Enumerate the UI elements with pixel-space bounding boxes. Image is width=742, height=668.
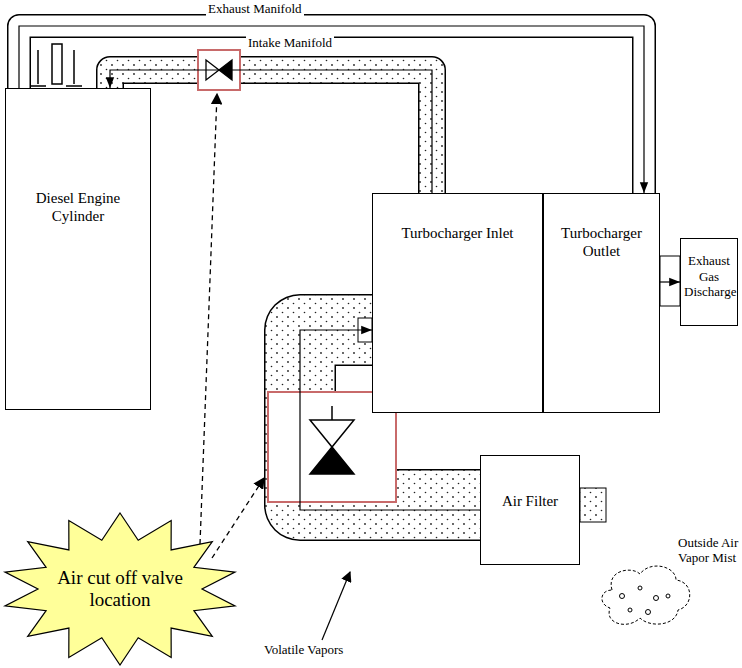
flow-connector [110,70,432,193]
node-text: Air Filter [484,492,576,510]
vapor-droplets [620,586,671,615]
callout-starburst: Air cut off valve location [0,512,240,666]
exhaust-discharge-box: Exhaust Gas Discharge [680,238,738,326]
intake-manifold-inner [110,70,432,197]
dashed-control-line [200,94,217,544]
intake-manifold-pipe [110,70,432,195]
cutoff-valve-stem [331,406,333,420]
node-text: Diesel Engine Cylinder [9,189,147,225]
node-text: Turbocharger Inlet [376,224,539,242]
node-text: Air cut off valve location [56,567,184,611]
air-filter-box: Air Filter [480,455,580,565]
vapor-mist-cloud [602,566,690,624]
turbocharger-outlet-box: Turbocharger Outlet [543,193,660,413]
starburst-outline [5,513,235,665]
node-text: Exhaust Gas Discharge [684,253,734,300]
discharge-pipe [660,256,680,306]
flow-connector [660,281,680,282]
manifold-label: Exhaust Manifold [206,2,304,17]
cutoff-valve-symbol [310,447,354,474]
filter-inlet-pipe [580,488,606,522]
cutoff-valve-symbol [310,420,354,447]
manifold-label: Intake Manifold [246,36,334,51]
callout-label: Outside Air Vapor Mist [676,536,742,566]
turbocharger-inlet-box: Turbocharger Inlet [372,193,543,413]
callout-label: Volatile Vapors [262,643,345,658]
cylinder-valves [30,44,82,86]
dashed-control-line [212,478,264,558]
leader-line [322,572,350,640]
node-text: Turbocharger Outlet [547,224,656,260]
engine-cylinder-box: Diesel Engine Cylinder [5,88,151,410]
